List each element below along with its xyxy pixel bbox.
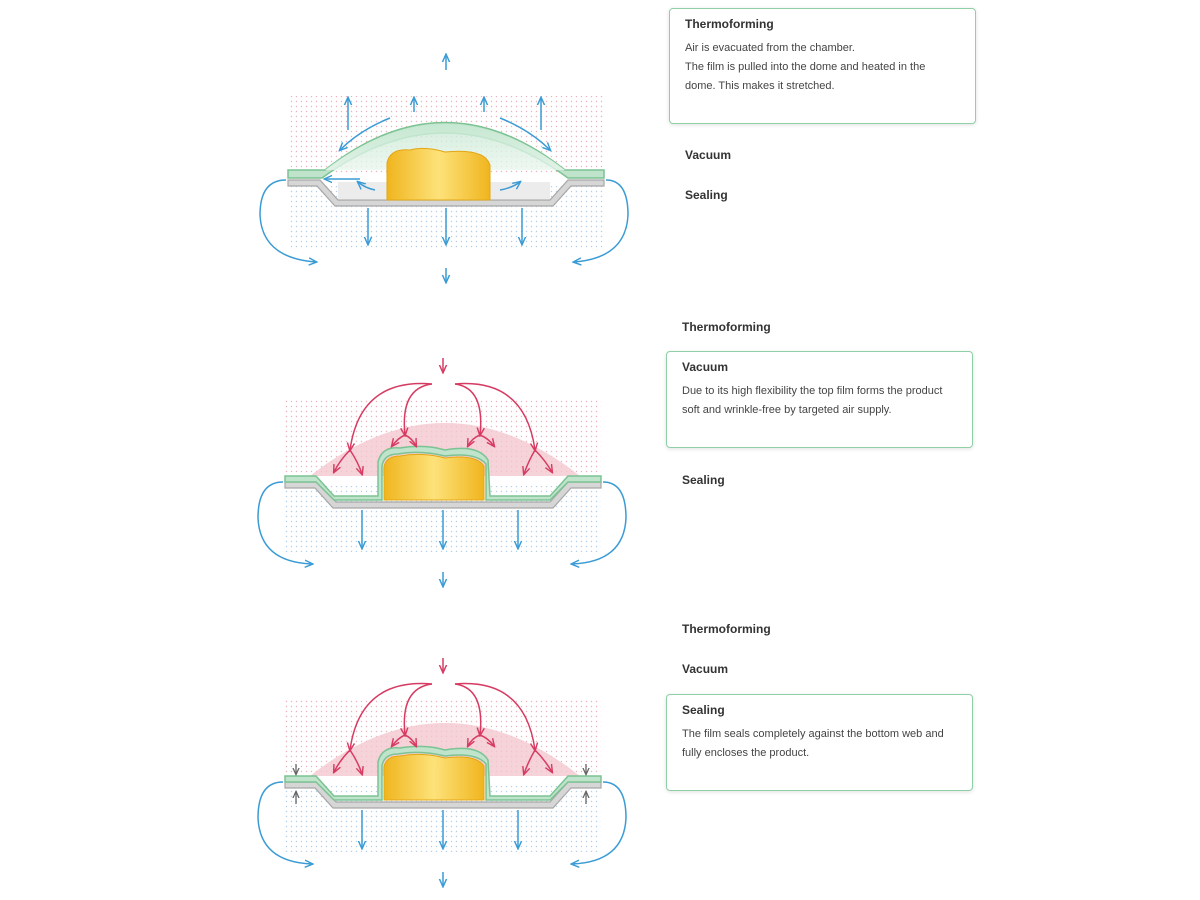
sealing-diagram <box>250 600 640 900</box>
tray <box>284 481 602 509</box>
sealing-info-box: Sealing The film seals completely agains… <box>666 694 973 791</box>
box-line: Due to its high flexibility the top film… <box>682 385 943 397</box>
box-line: fully encloses the product. <box>682 747 810 759</box>
box-title: Thermoforming <box>685 17 774 31</box>
vacuum-illustration <box>257 358 627 600</box>
top-film <box>284 745 602 801</box>
box-title: Vacuum <box>682 360 729 374</box>
tray <box>287 179 605 207</box>
thermoforming-diagram <box>250 0 640 300</box>
step-label-vacuum[interactable]: Vacuum <box>685 148 732 162</box>
step-label-sealing[interactable]: Sealing <box>685 188 728 202</box>
top-film <box>284 445 602 501</box>
box-line: The film seals completely against the bo… <box>682 728 944 740</box>
tray <box>284 781 602 809</box>
box-line: dome. This makes it stretched. <box>685 80 835 92</box>
box-line: The film is pulled into the dome and hea… <box>685 61 926 73</box>
box-line: soft and wrinkle-free by targeted air su… <box>682 404 892 416</box>
thermoforming-illustration <box>259 0 629 300</box>
box-line: Air is evacuated from the chamber. <box>685 42 855 54</box>
sealing-illustration <box>257 658 627 900</box>
product <box>383 453 485 501</box>
step-label-thermoforming[interactable]: Thermoforming <box>682 320 771 334</box>
product <box>386 147 491 201</box>
step-label-sealing[interactable]: Sealing <box>682 473 725 487</box>
vacuum-diagram <box>250 300 640 600</box>
thermoforming-info-box: Thermoforming Air is evacuated from the … <box>669 8 976 124</box>
product <box>383 753 485 801</box>
step-label-thermoforming[interactable]: Thermoforming <box>682 622 771 636</box>
box-title: Sealing <box>682 703 725 717</box>
vacuum-info-box: Vacuum Due to its high flexibility the t… <box>666 351 973 448</box>
step-label-vacuum[interactable]: Vacuum <box>682 662 729 676</box>
